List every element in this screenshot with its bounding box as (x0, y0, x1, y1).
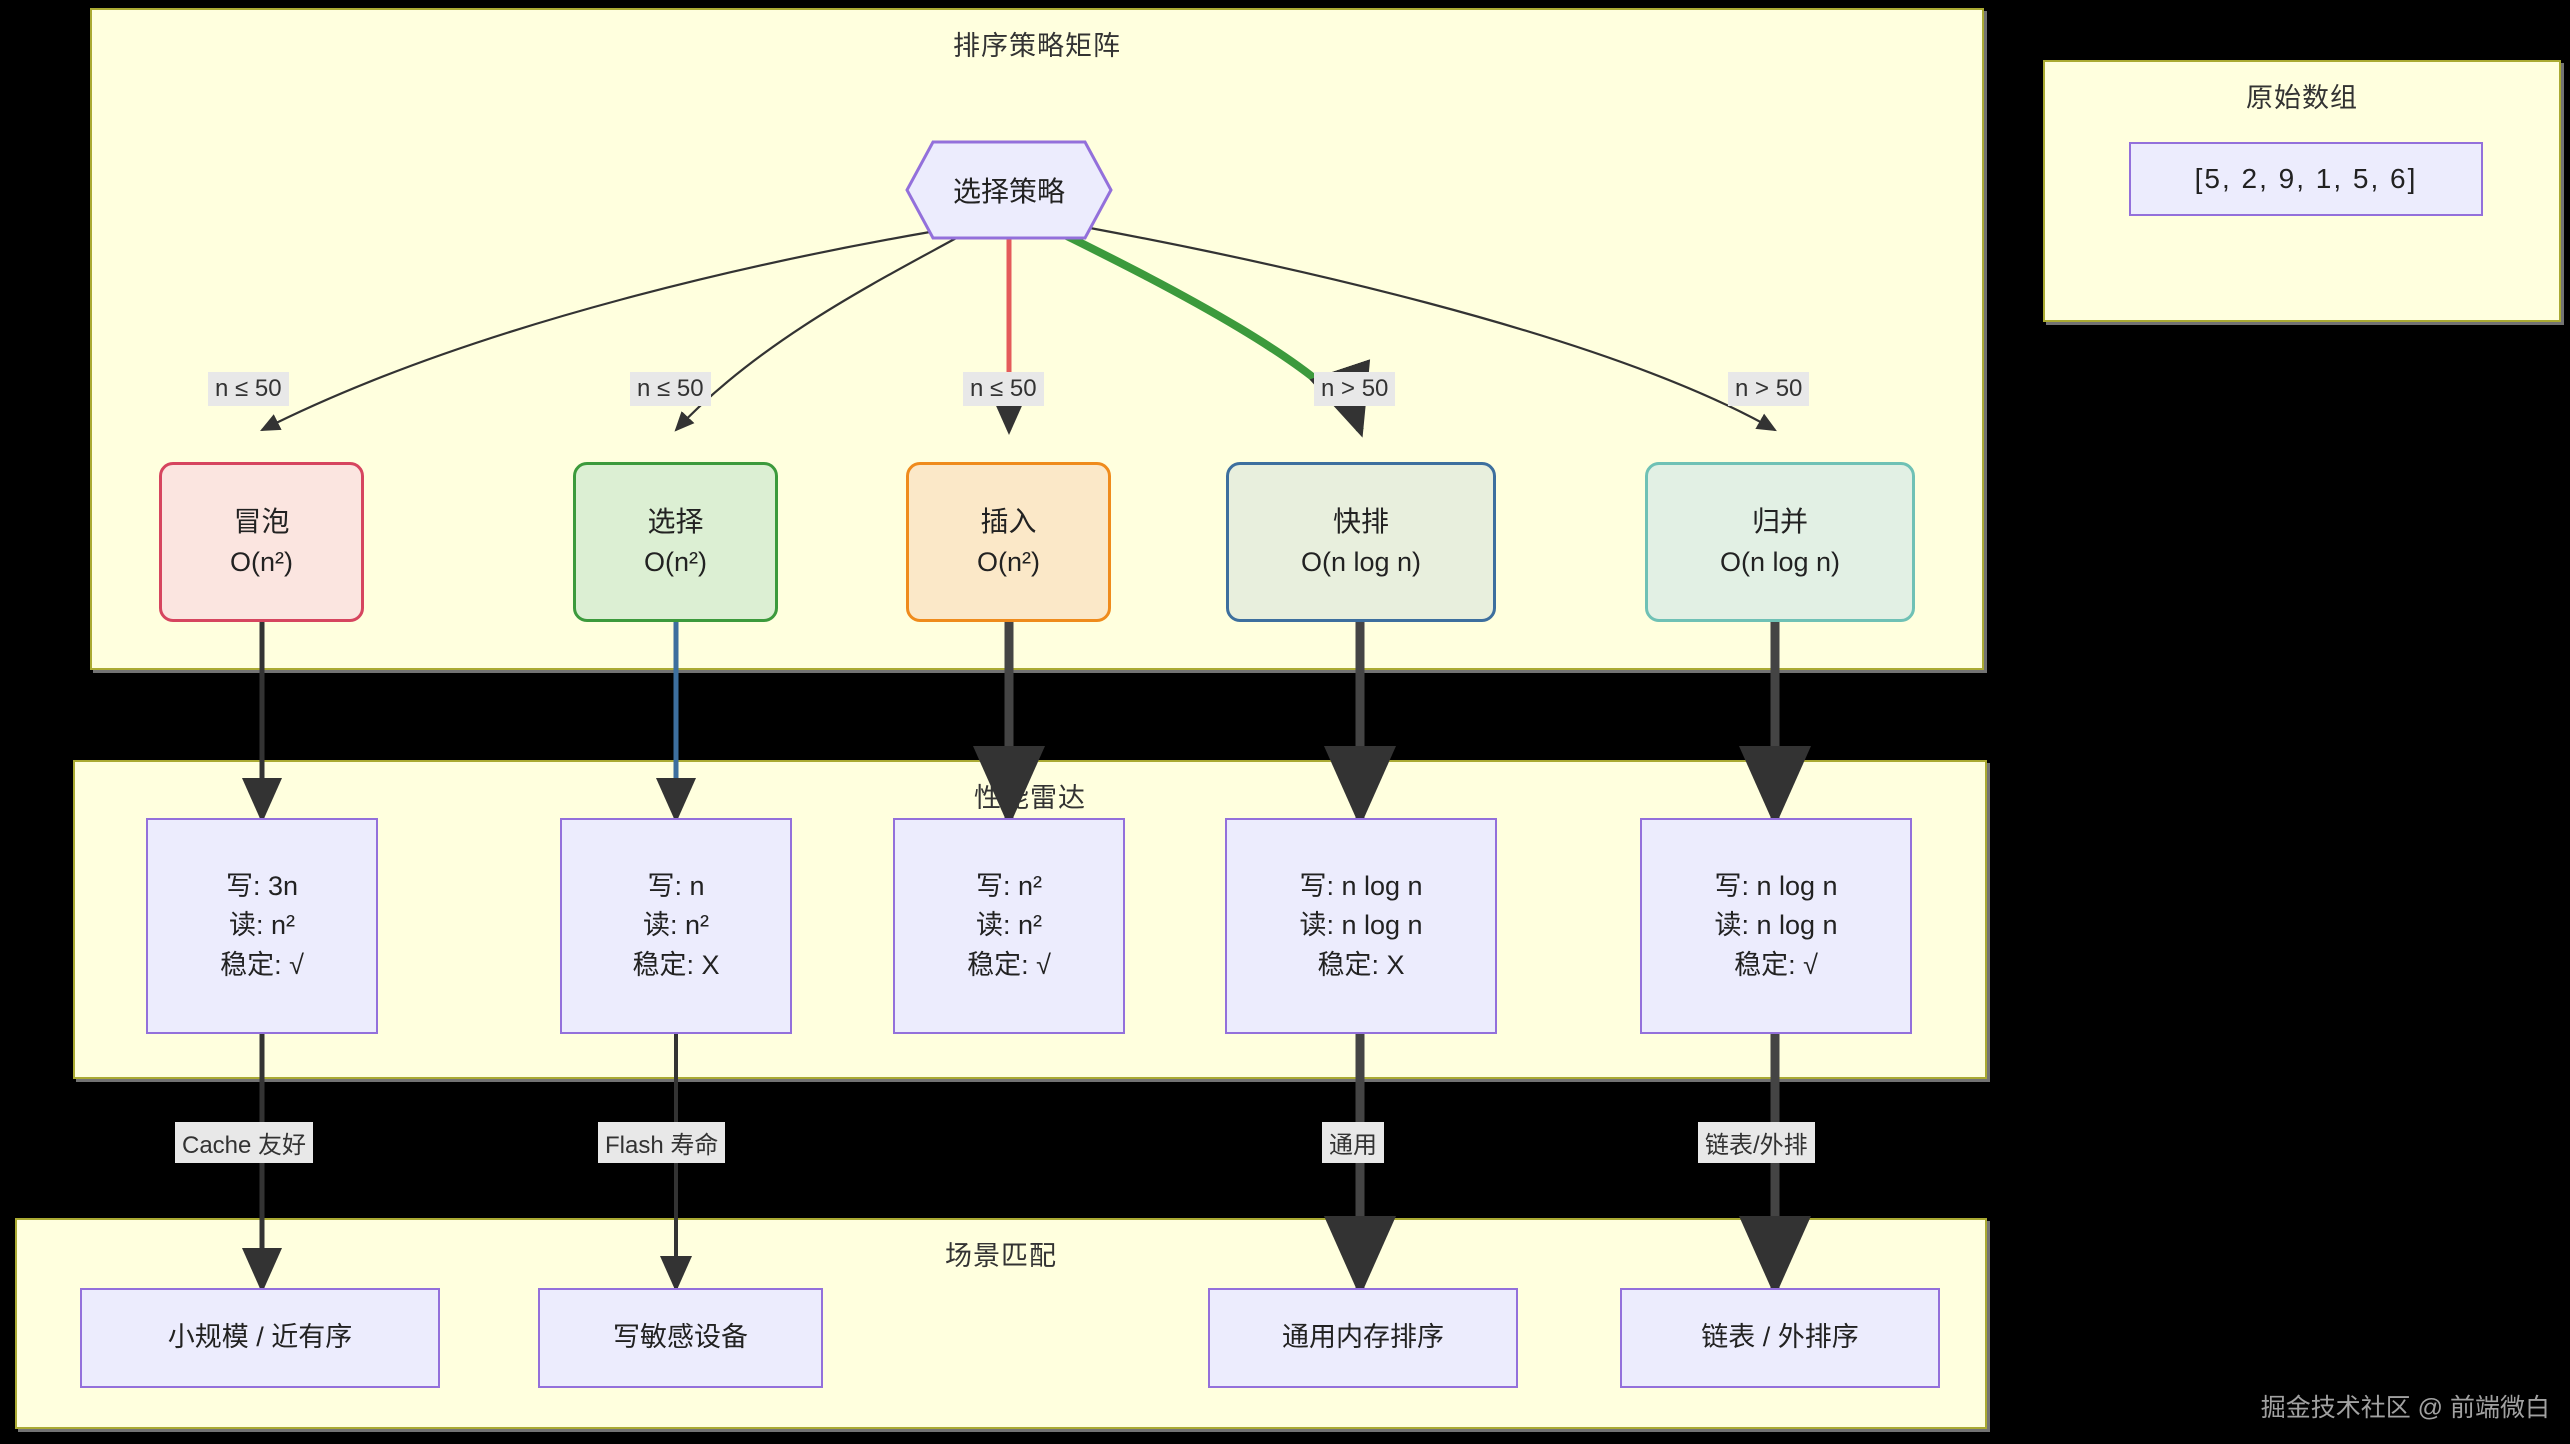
performance-node-quicksort[interactable]: 写: n log n 读: n log n 稳定: Χ (1225, 818, 1497, 1034)
algorithm-node-mergesort[interactable]: 归并 O(n log n) (1645, 462, 1915, 622)
perf-write: 写: 3n (225, 871, 299, 902)
scene-node-linkedlist-external[interactable]: 链表 / 外排序 (1620, 1288, 1940, 1388)
scene-node-small-nearly-sorted[interactable]: 小规模 / 近有序 (80, 1288, 440, 1388)
original-array-value: [5, 2, 9, 1, 5, 6] (2129, 142, 2483, 216)
edge-label-cond-1: n ≤ 50 (630, 372, 711, 406)
cluster-original-array-title: 原始数组 (2246, 83, 2358, 113)
cluster-scenario-match-title: 场景匹配 (945, 1241, 1057, 1271)
cluster-performance-radar-title: 性能雷达 (974, 783, 1086, 813)
performance-node-insertion[interactable]: 写: n² 读: n² 稳定: √ (893, 818, 1125, 1034)
algorithm-complexity: O(n log n) (1300, 546, 1422, 577)
perf-read: 读: n² (228, 910, 295, 941)
edge-label-scene-2: 通用 (1322, 1122, 1384, 1163)
algorithm-name: 快排 (1332, 506, 1389, 538)
hexagon-shape (905, 140, 1113, 240)
perf-stable: 稳定: √ (1734, 949, 1818, 980)
performance-node-selection[interactable]: 写: n 读: n² 稳定: Χ (560, 818, 792, 1034)
scene-node-write-sensitive[interactable]: 写敏感设备 (538, 1288, 823, 1388)
edge-label-cond-4: n > 50 (1728, 372, 1810, 406)
cluster-original-array: 原始数组 [5, 2, 9, 1, 5, 6] (2043, 60, 2561, 322)
edge-label-cond-2: n ≤ 50 (963, 372, 1044, 406)
perf-write: 写: n log n (1299, 871, 1423, 902)
decision-node-label: 选择策略 (952, 176, 1065, 207)
algorithm-complexity: O(n²) (644, 546, 707, 577)
perf-read: 读: n² (642, 910, 709, 941)
perf-stable: 稳定: Χ (632, 949, 720, 980)
edge-label-cond-0: n ≤ 50 (208, 372, 289, 406)
perf-stable: 稳定: √ (967, 949, 1051, 980)
scene-label: 小规模 / 近有序 (167, 1322, 353, 1353)
cluster-strategy-matrix-title: 排序策略矩阵 (953, 31, 1121, 61)
algorithm-name: 插入 (980, 506, 1037, 538)
algorithm-complexity: O(n²) (977, 546, 1040, 577)
algorithm-complexity: O(n²) (230, 546, 293, 577)
perf-write: 写: n (647, 871, 705, 902)
algorithm-complexity: O(n log n) (1719, 546, 1841, 577)
algorithm-node-selection[interactable]: 选择 O(n²) (573, 462, 778, 622)
scene-label: 通用内存排序 (1282, 1322, 1444, 1353)
algorithm-node-bubble[interactable]: 冒泡 O(n²) (159, 462, 364, 622)
scene-label: 写敏感设备 (613, 1322, 748, 1353)
algorithm-name: 选择 (647, 506, 704, 538)
edge-label-scene-3: 链表/外排 (1698, 1122, 1815, 1163)
scene-label: 链表 / 外排序 (1701, 1322, 1859, 1353)
perf-read: 读: n log n (1714, 910, 1838, 941)
perf-write: 写: n² (975, 871, 1042, 902)
algorithm-name: 冒泡 (233, 506, 290, 538)
perf-stable: 稳定: Χ (1317, 949, 1405, 980)
algorithm-name: 归并 (1751, 506, 1808, 538)
edge-label-scene-1: Flash 寿命 (598, 1122, 726, 1163)
algorithm-node-insertion[interactable]: 插入 O(n²) (906, 462, 1111, 622)
perf-write: 写: n log n (1714, 871, 1838, 902)
watermark: 掘金技术社区 @ 前端微白 (2260, 1394, 2550, 1422)
perf-read: 读: n² (975, 910, 1042, 941)
algorithm-node-quicksort[interactable]: 快排 O(n log n) (1226, 462, 1496, 622)
performance-node-bubble[interactable]: 写: 3n 读: n² 稳定: √ (146, 818, 378, 1034)
perf-stable: 稳定: √ (220, 949, 304, 980)
performance-node-mergesort[interactable]: 写: n log n 读: n log n 稳定: √ (1640, 818, 1912, 1034)
decision-node[interactable]: 选择策略 (905, 140, 1113, 240)
edge-label-cond-3: n > 50 (1314, 372, 1396, 406)
edge-label-scene-0: Cache 友好 (175, 1122, 314, 1163)
scene-node-general-memory[interactable]: 通用内存排序 (1208, 1288, 1518, 1388)
perf-read: 读: n log n (1299, 910, 1423, 941)
